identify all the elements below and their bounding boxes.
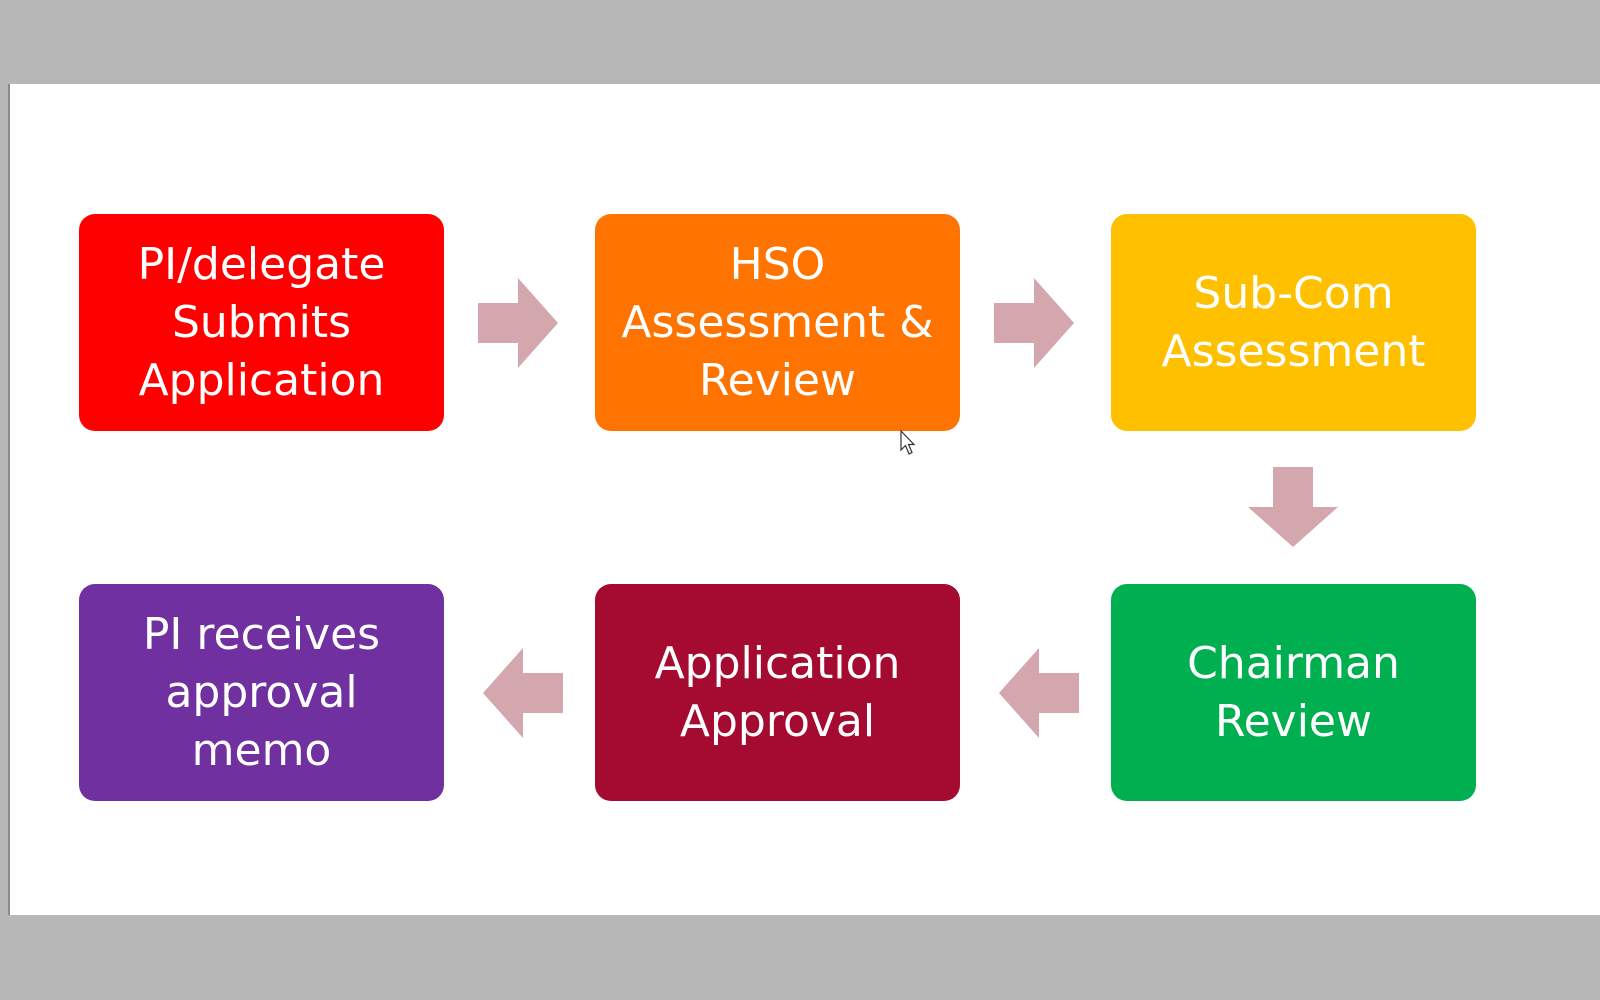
arrow-shape [478,278,558,368]
node-label: Application Approval [654,637,901,747]
node-label: Chairman Review [1187,637,1400,747]
node-chairman-review[interactable]: Chairman Review [1111,584,1476,801]
arrow-left-icon [999,648,1079,738]
node-sub-com-assessment[interactable]: Sub-Com Assessment [1111,214,1476,431]
node-hso-assessment-review[interactable]: HSO Assessment & Review [595,214,960,431]
arrow-right-icon [478,278,558,368]
arrow-shape [994,278,1074,368]
node-pi-receives-approval-memo[interactable]: PI receives approval memo [79,584,444,801]
slide-left-edge [8,84,10,915]
arrow-down-icon [1248,467,1338,547]
arrow-shape [1248,467,1338,547]
node-application-approval[interactable]: Application Approval [595,584,960,801]
node-pi-submits-application[interactable]: PI/delegate Submits Application [79,214,444,431]
slide-canvas: PI/delegate Submits Application HSO Asse… [10,84,1600,915]
node-label: Sub-Com Assessment [1161,267,1426,377]
arrow-shape [483,648,563,738]
arrow-shape [999,648,1079,738]
node-label: PI receives approval memo [142,608,381,776]
arrow-left-icon [483,648,563,738]
arrow-right-icon [994,278,1074,368]
mouse-pointer-icon [900,430,916,455]
node-label: PI/delegate Submits Application [137,238,386,406]
node-label: HSO Assessment & Review [621,238,934,406]
